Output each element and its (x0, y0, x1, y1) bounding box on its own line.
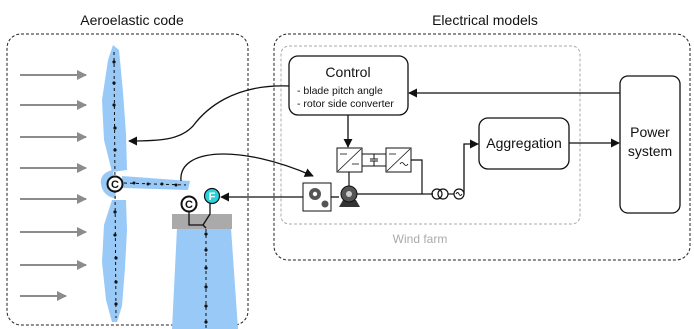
force-f-marker: F (203, 187, 221, 205)
generator-icon (339, 185, 360, 207)
aeroelastic-title: Aeroelastic code (80, 12, 184, 28)
electrical-title: Electrical models (432, 12, 538, 28)
hub-coupling-c: C (106, 175, 124, 193)
grid-source-icon (453, 188, 465, 200)
electrical-wiring (348, 159, 433, 195)
dc-link-capacitor (362, 153, 386, 167)
wind-farm-label: Wind farm (393, 232, 448, 246)
tower-coupling-c: C (180, 195, 198, 213)
nacelle-shaft (122, 176, 190, 190)
aeroelastic-frame (6, 33, 249, 326)
shaft-node-line (123, 181, 187, 187)
converter-rotor-side (336, 147, 363, 173)
grid-to-aggregation-arrow (463, 139, 479, 194)
svg-text:C: C (111, 179, 119, 191)
power-system-line2: system (628, 143, 672, 159)
blade-lower (102, 200, 127, 322)
transformer-icon (431, 188, 449, 200)
power-system-line1: Power (630, 124, 670, 140)
gearbox-icon (302, 182, 332, 212)
svg-text:C: C (185, 199, 193, 211)
shaft-to-generator-arrow (180, 153, 314, 182)
control-item-converter: - rotor side converter (297, 98, 394, 110)
control-title: Control (325, 64, 370, 80)
wind-farm-frame (280, 45, 581, 225)
wind-arrows (20, 70, 87, 301)
tower-connector (188, 209, 203, 226)
aggregation-label: Aggregation (486, 135, 562, 151)
control-item-pitch: - blade pitch angle (297, 85, 383, 97)
tower-base-block (172, 214, 232, 229)
force-connector (202, 203, 211, 229)
power-system-box (619, 75, 681, 214)
svg-text:F: F (209, 191, 216, 203)
tower-node-line (204, 229, 208, 329)
tower (172, 228, 238, 329)
control-to-blade-arrow (128, 85, 290, 146)
converter-grid-side (385, 147, 412, 173)
